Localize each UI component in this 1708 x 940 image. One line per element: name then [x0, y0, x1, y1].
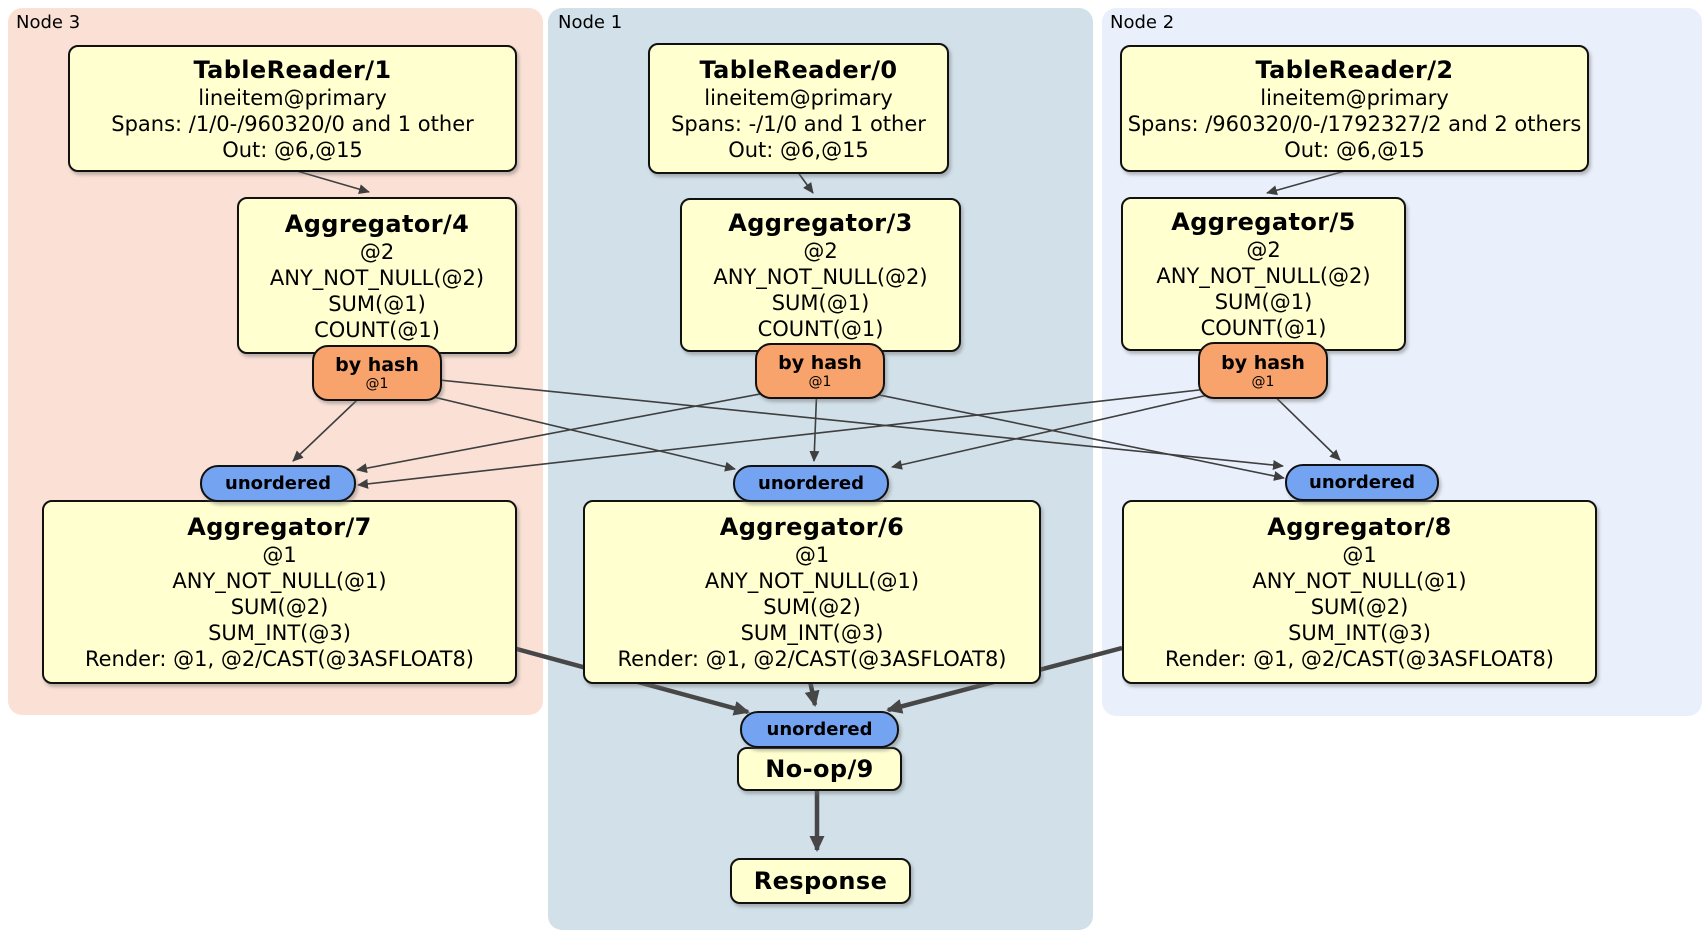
processor-title: TableReader/2	[1255, 55, 1454, 84]
sync-label: unordered	[758, 473, 864, 494]
sync-label: unordered	[225, 473, 331, 494]
processor-title: Aggregator/8	[1267, 513, 1452, 541]
processor-title: TableReader/0	[699, 55, 898, 84]
processor-line: Spans: /1/0-/960320/0 and 1 other	[111, 111, 474, 136]
processor-line: COUNT(@1)	[757, 317, 884, 341]
processor-line: lineitem@primary	[1260, 85, 1449, 110]
router-label: by hash	[1221, 351, 1305, 374]
router-key: @1	[365, 376, 389, 392]
processor-tablereader-0: TableReader/0 lineitem@primary Spans: -/…	[648, 43, 949, 174]
processor-response: Response	[730, 858, 911, 904]
processor-aggregator-3: Aggregator/3 @2 ANY_NOT_NULL(@2) SUM(@1)…	[680, 198, 961, 352]
processor-line: SUM_INT(@3)	[208, 621, 351, 645]
processor-title: Aggregator/5	[1171, 208, 1356, 236]
router-label: by hash	[778, 352, 862, 374]
sync-unordered: unordered	[740, 711, 899, 748]
sync-label: unordered	[766, 719, 873, 740]
router-key: @1	[808, 374, 832, 390]
processor-line: COUNT(@1)	[1200, 316, 1327, 340]
region-label-node-2: Node 2	[1110, 12, 1175, 33]
processor-title: Aggregator/7	[187, 513, 372, 541]
processor-line: Spans: -/1/0 and 1 other	[671, 111, 926, 136]
sync-label: unordered	[1309, 472, 1415, 493]
processor-line: ANY_NOT_NULL(@1)	[704, 569, 920, 593]
processor-line: lineitem@primary	[704, 85, 893, 110]
processor-line: Render: @1, @2/CAST(@3ASFLOAT8)	[617, 647, 1007, 671]
processor-title: Aggregator/3	[728, 209, 913, 237]
processor-line: Render: @1, @2/CAST(@3ASFLOAT8)	[1164, 647, 1555, 671]
processor-line: Out: @6,@15	[728, 137, 869, 162]
processor-line: @1	[262, 543, 297, 567]
sync-unordered: unordered	[1285, 464, 1439, 501]
processor-aggregator-6: Aggregator/6 @1 ANY_NOT_NULL(@1) SUM(@2)…	[583, 500, 1041, 684]
processor-line: @2	[1246, 238, 1281, 262]
sync-unordered: unordered	[733, 465, 889, 502]
router-by-hash: by hash @1	[312, 345, 442, 401]
processor-line: SUM(@2)	[230, 595, 329, 619]
router-key: @1	[1251, 373, 1275, 390]
processor-title: Aggregator/4	[284, 209, 470, 238]
processor-line: SUM(@2)	[1310, 595, 1409, 619]
processor-line: Out: @6,@15	[222, 137, 363, 162]
processor-line: SUM_INT(@3)	[1288, 621, 1431, 645]
processor-line: @1	[794, 543, 830, 567]
processor-title: Aggregator/6	[719, 513, 905, 541]
processor-title: No-op/9	[765, 755, 874, 783]
processor-aggregator-5: Aggregator/5 @2 ANY_NOT_NULL(@2) SUM(@1)…	[1121, 197, 1406, 351]
processor-line: @2	[803, 239, 838, 263]
router-label: by hash	[335, 354, 419, 376]
processor-line: ANY_NOT_NULL(@2)	[713, 265, 928, 289]
processor-line: SUM(@2)	[763, 595, 861, 619]
processor-line: SUM_INT(@3)	[740, 621, 884, 645]
processor-line: Render: @1, @2/CAST(@3ASFLOAT8)	[84, 647, 475, 671]
processor-tablereader-1: TableReader/1 lineitem@primary Spans: /1…	[68, 45, 517, 172]
processor-line: @1	[1342, 543, 1377, 567]
sync-unordered: unordered	[200, 465, 356, 502]
region-label-node-3: Node 3	[16, 12, 81, 33]
processor-aggregator-8: Aggregator/8 @1 ANY_NOT_NULL(@1) SUM(@2)…	[1122, 500, 1597, 684]
processor-line: ANY_NOT_NULL(@1)	[172, 569, 387, 593]
router-by-hash: by hash @1	[755, 343, 885, 399]
processor-aggregator-7: Aggregator/7 @1 ANY_NOT_NULL(@1) SUM(@2)…	[42, 500, 517, 684]
processor-line: ANY_NOT_NULL(@1)	[1252, 569, 1467, 593]
router-by-hash: by hash @1	[1198, 342, 1328, 399]
processor-line: lineitem@primary	[198, 85, 387, 110]
processor-line: ANY_NOT_NULL(@2)	[1156, 264, 1371, 288]
processor-line: COUNT(@1)	[314, 317, 440, 342]
region-label-node-1: Node 1	[558, 12, 623, 33]
processor-line: ANY_NOT_NULL(@2)	[269, 265, 485, 290]
processor-aggregator-4: Aggregator/4 @2 ANY_NOT_NULL(@2) SUM(@1)…	[237, 197, 517, 354]
processor-title: Response	[753, 867, 888, 895]
processor-title: TableReader/1	[193, 55, 392, 84]
processor-line: SUM(@1)	[328, 291, 426, 316]
processor-tablereader-2: TableReader/2 lineitem@primary Spans: /9…	[1120, 45, 1589, 172]
processor-line: Out: @6,@15	[1284, 137, 1425, 162]
processor-line: SUM(@1)	[771, 291, 870, 315]
processor-line: SUM(@1)	[1214, 290, 1313, 314]
processor-line: @2	[359, 239, 395, 264]
processor-noop: No-op/9	[737, 747, 902, 791]
processor-line: Spans: /960320/0-/1792327/2 and 2 others	[1127, 111, 1582, 136]
